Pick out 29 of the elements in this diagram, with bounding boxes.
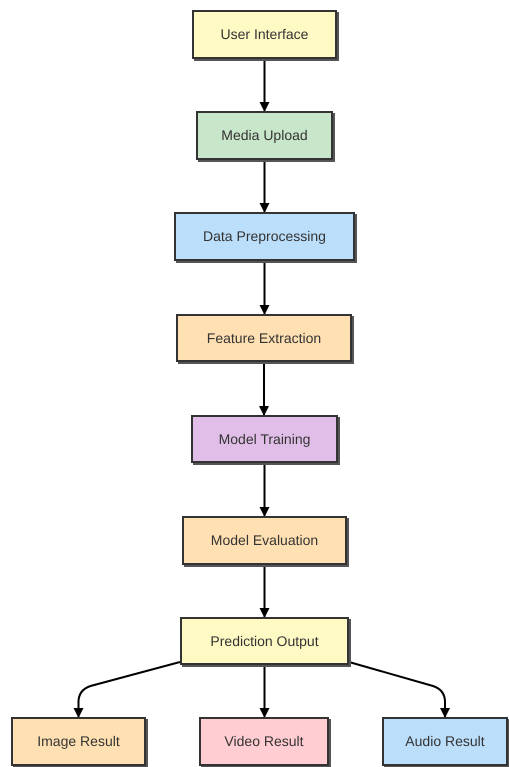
node-label: Media Upload — [221, 126, 308, 145]
node-label: Prediction Output — [210, 632, 319, 651]
arrow — [260, 463, 270, 517]
process-box — [176, 314, 352, 362]
node-label: Data Preprocessing — [203, 227, 326, 246]
arrow — [260, 261, 270, 315]
arrow — [260, 565, 270, 618]
arrow — [260, 59, 270, 112]
arrow — [259, 362, 269, 416]
process-box — [182, 516, 347, 565]
process-box — [191, 415, 338, 463]
process-box — [11, 717, 146, 766]
node-label: User Interface — [220, 25, 308, 44]
node-label: Feature Extraction — [206, 328, 322, 348]
arrow — [74, 661, 180, 718]
process-box — [382, 717, 508, 766]
node-label: Model Evaluation — [210, 531, 318, 550]
arrow — [260, 665, 270, 718]
process-box — [199, 717, 329, 766]
process-box — [180, 617, 349, 665]
process-box — [174, 212, 355, 261]
arrow — [260, 160, 270, 213]
process-box — [196, 111, 333, 160]
arrow — [348, 661, 450, 718]
node-label: Audio Result — [405, 732, 485, 751]
node-label: Video Result — [224, 732, 304, 751]
process-box — [192, 10, 337, 59]
node-label: Image Result — [37, 732, 120, 751]
node-label: Model Training — [218, 430, 310, 449]
